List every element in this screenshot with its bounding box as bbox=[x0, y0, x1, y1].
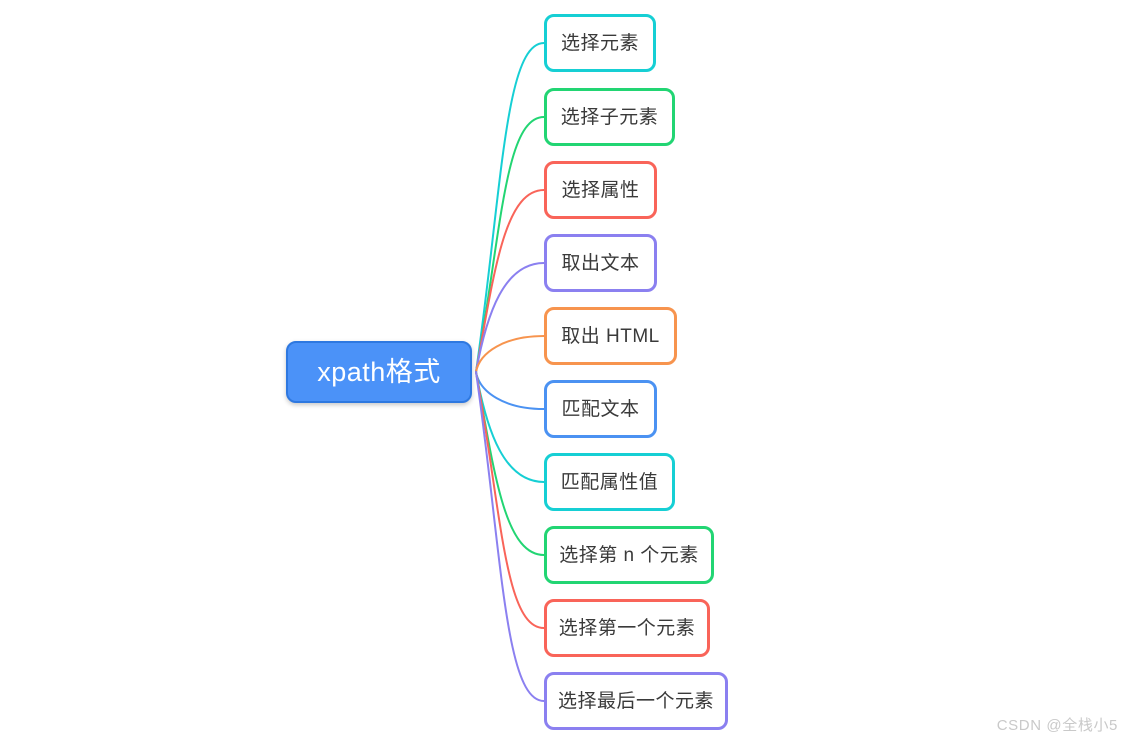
connector-line bbox=[475, 371, 545, 702]
child-node-label: 选择最后一个元素 bbox=[557, 690, 714, 712]
connector-line bbox=[475, 262, 545, 373]
child-node[interactable]: 选择元素 bbox=[544, 14, 656, 72]
child-node-label: 取出文本 bbox=[561, 252, 640, 274]
child-node-label: 选择元素 bbox=[560, 32, 639, 54]
child-node-label: 选择属性 bbox=[561, 179, 640, 201]
child-node-label: 选择第一个元素 bbox=[558, 617, 696, 639]
connector-line bbox=[475, 189, 545, 373]
child-node[interactable]: 选择最后一个元素 bbox=[544, 672, 728, 730]
child-node-label: 选择第 n 个元素 bbox=[559, 544, 699, 566]
connector-line bbox=[475, 371, 545, 556]
child-node-label: 取出 HTML bbox=[561, 325, 660, 347]
child-node-label: 选择子元素 bbox=[560, 106, 659, 128]
child-node[interactable]: 选择第一个元素 bbox=[544, 599, 710, 657]
child-node[interactable]: 匹配文本 bbox=[544, 380, 657, 438]
connector-line bbox=[475, 116, 545, 373]
csdn-watermark: CSDN @全栈小5 bbox=[996, 717, 1118, 734]
connector-line bbox=[475, 371, 545, 410]
child-node[interactable]: 取出文本 bbox=[544, 234, 657, 292]
child-node[interactable]: 匹配属性值 bbox=[544, 453, 675, 511]
child-node-label: 匹配属性值 bbox=[560, 471, 659, 493]
child-node[interactable]: 选择第 n 个元素 bbox=[544, 526, 714, 584]
child-node[interactable]: 选择属性 bbox=[544, 161, 657, 219]
connector-line bbox=[475, 371, 545, 629]
root-node-xpath-format[interactable]: xpath格式 bbox=[286, 341, 472, 403]
child-node[interactable]: 选择子元素 bbox=[544, 88, 675, 146]
root-node-label: xpath格式 bbox=[317, 356, 441, 387]
child-node-label: 匹配文本 bbox=[561, 398, 640, 420]
connector-line bbox=[475, 42, 545, 373]
connector-line bbox=[475, 335, 545, 373]
child-node[interactable]: 取出 HTML bbox=[544, 307, 677, 365]
connector-line bbox=[475, 371, 545, 483]
